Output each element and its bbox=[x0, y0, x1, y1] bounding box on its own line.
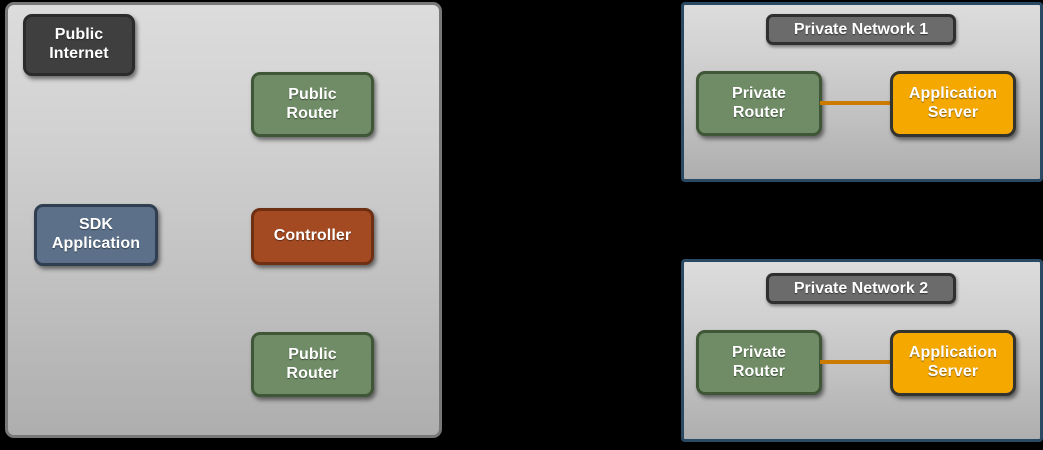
connector-private-router-1-to-application-server-1 bbox=[820, 101, 892, 105]
node-controller[interactable]: Controller bbox=[251, 208, 374, 265]
private-network-1-title: Private Network 1 bbox=[766, 14, 956, 45]
connector-private-router-2-to-application-server-2 bbox=[820, 360, 892, 364]
node-public-internet[interactable]: Public Internet bbox=[23, 14, 135, 76]
node-application-server-2[interactable]: Application Server bbox=[890, 330, 1016, 396]
private-network-1-container: Private Network 1 Private Router Applica… bbox=[681, 2, 1043, 182]
public-zone-container: Public Internet Public Router SDK Applic… bbox=[5, 2, 442, 438]
node-sdk-application[interactable]: SDK Application bbox=[34, 204, 158, 266]
node-public-router-top[interactable]: Public Router bbox=[251, 72, 374, 137]
private-network-2-container: Private Network 2 Private Router Applica… bbox=[681, 259, 1043, 442]
node-public-router-bottom[interactable]: Public Router bbox=[251, 332, 374, 397]
node-application-server-1[interactable]: Application Server bbox=[890, 71, 1016, 137]
node-private-router-2[interactable]: Private Router bbox=[696, 330, 822, 395]
node-private-router-1[interactable]: Private Router bbox=[696, 71, 822, 136]
private-network-2-title: Private Network 2 bbox=[766, 273, 956, 304]
